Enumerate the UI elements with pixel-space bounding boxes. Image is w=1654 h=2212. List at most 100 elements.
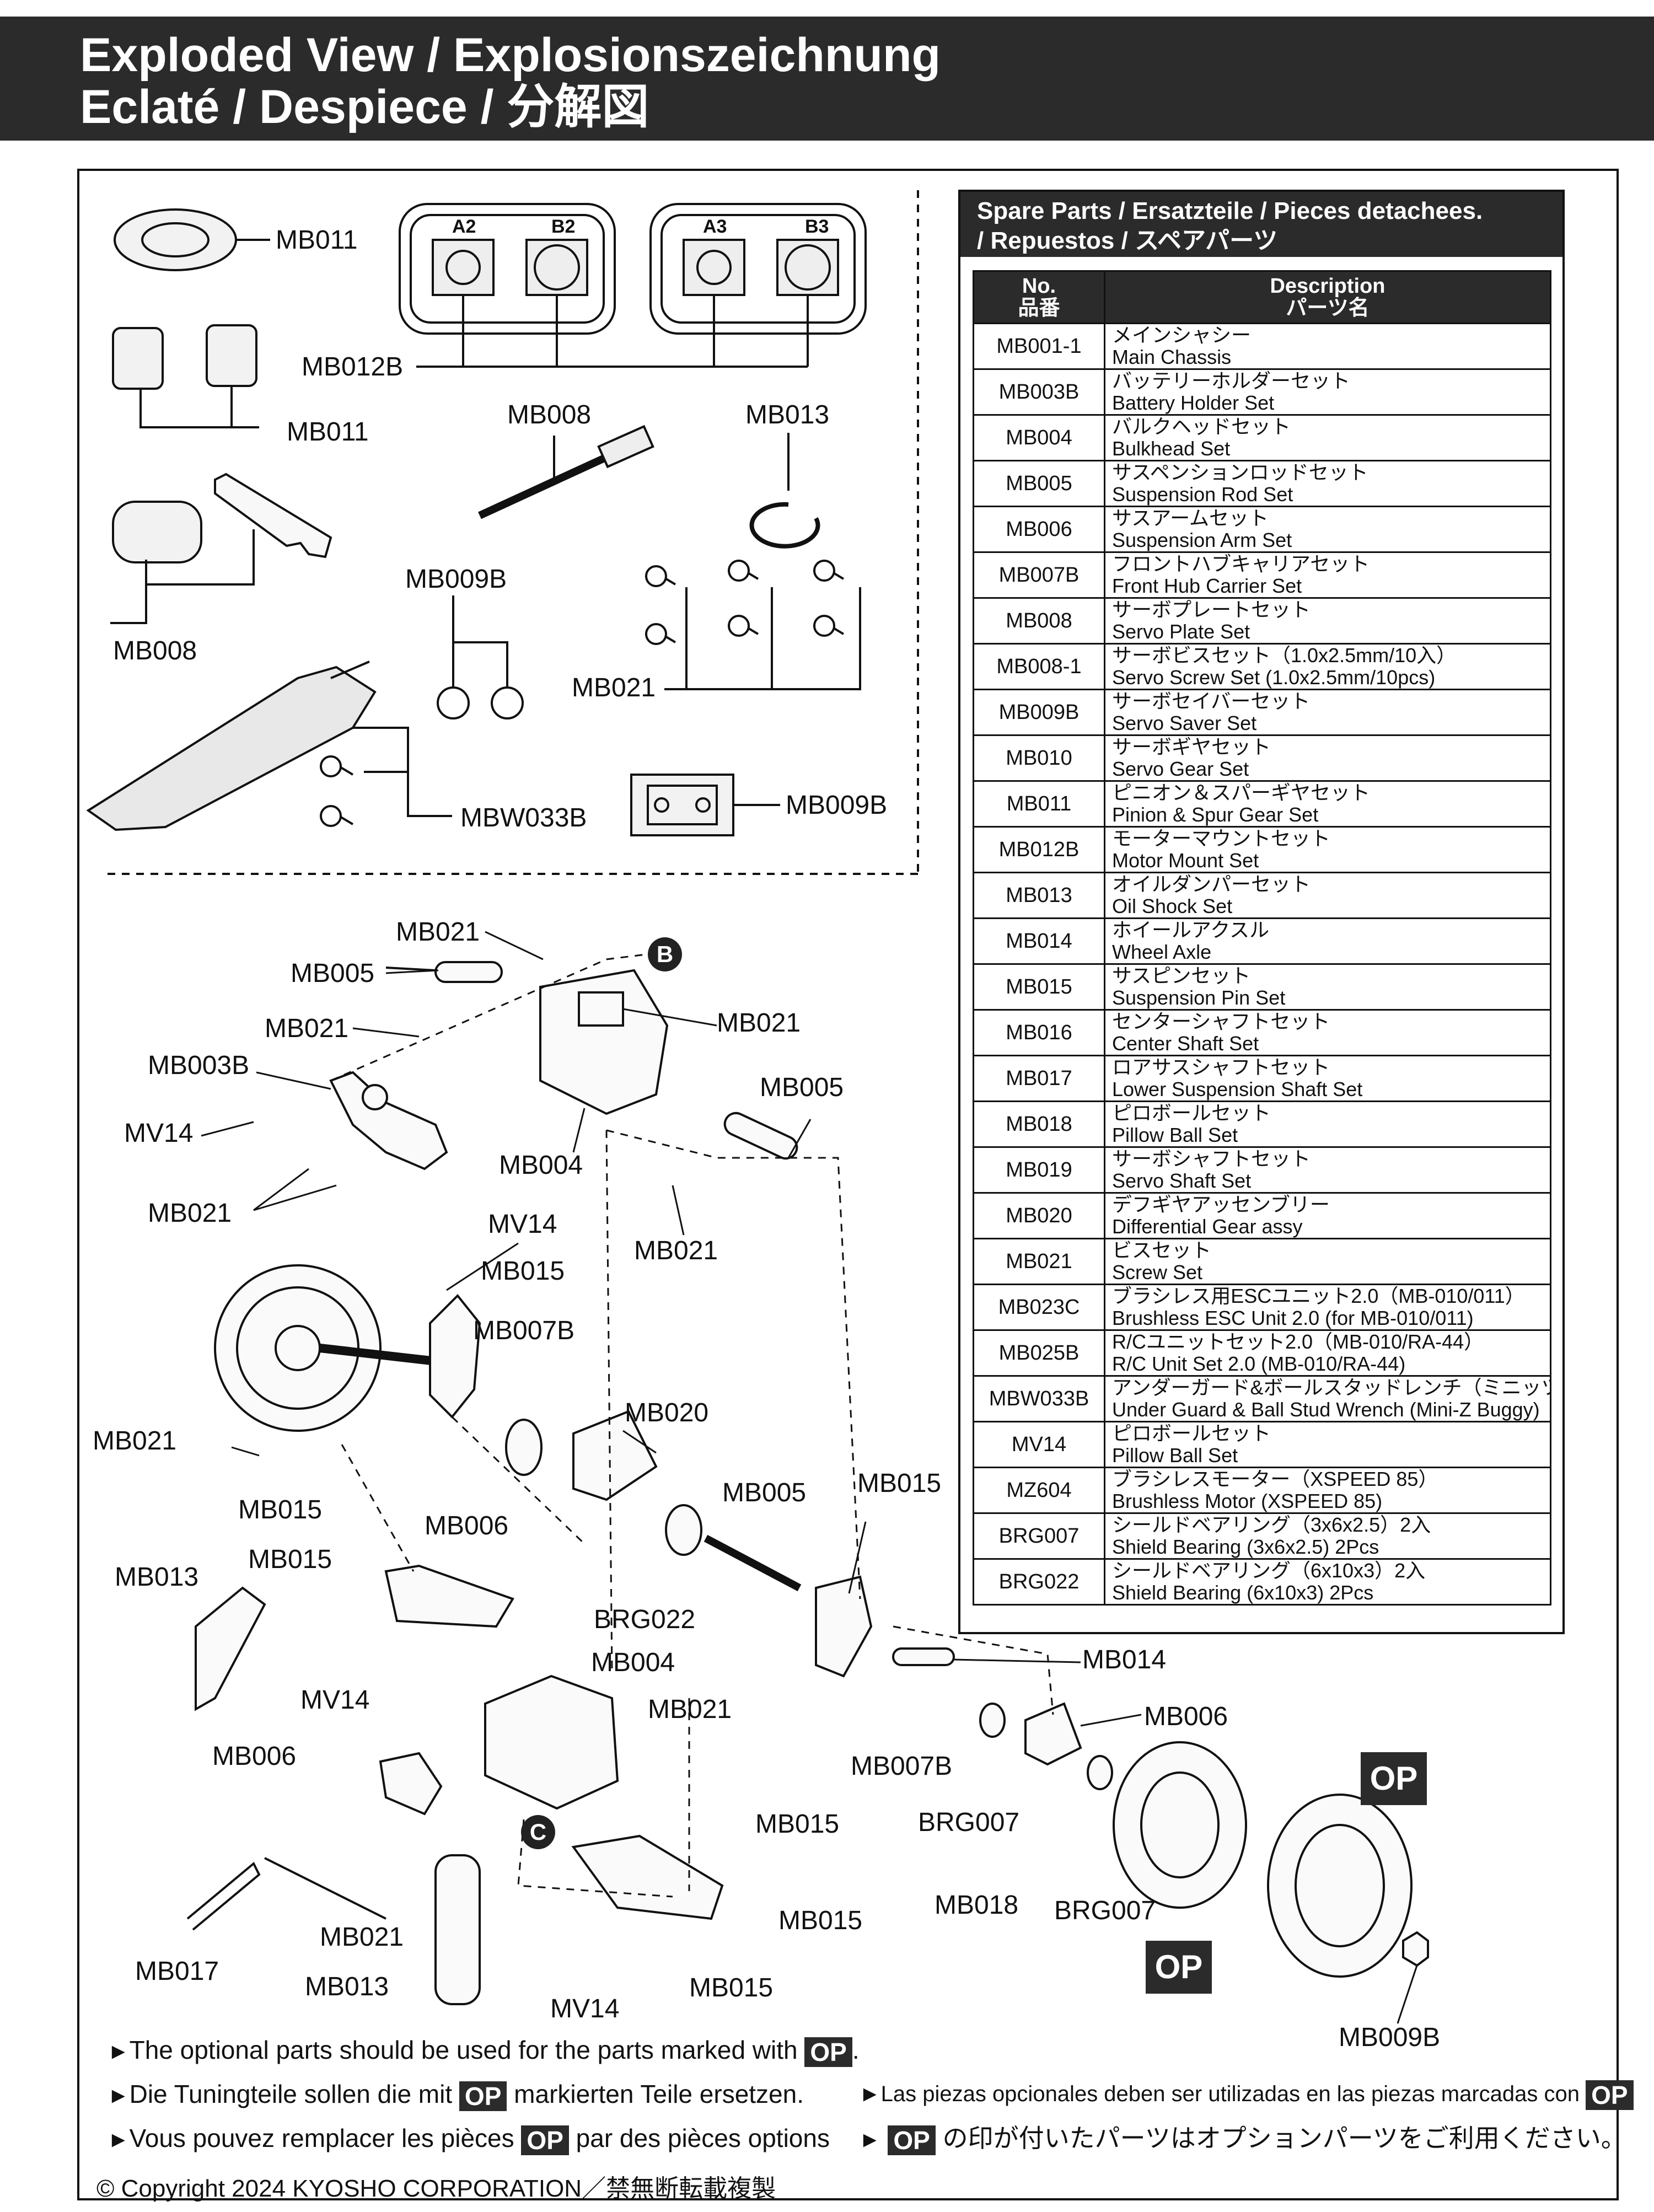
part-name-en: Shield Bearing (3x6x2.5) 2Pcs: [1112, 1535, 1379, 1558]
spare-parts-title-line1: Spare Parts / Ersatzteile / Pieces detac…: [977, 197, 1483, 224]
label-mb015-b: MB015: [238, 1495, 323, 1524]
part-name-jp: ブラシレスモーター（XSPEED 85）: [1112, 1468, 1438, 1490]
part-number: MB003B: [973, 368, 1105, 416]
label-mv14-b: MV14: [488, 1210, 557, 1239]
label-mb013-clip: MB013: [745, 400, 830, 429]
part-number: MB020: [973, 1192, 1105, 1239]
label-mb015-f: MB015: [778, 1906, 863, 1935]
part-number: MB018: [973, 1100, 1105, 1148]
label-mb021-h: MB021: [320, 1923, 404, 1952]
part-number: MB015: [973, 963, 1105, 1011]
label-mb008-wrench: MB008: [507, 400, 592, 429]
marker-b: B: [648, 937, 682, 971]
part-description: R/Cユニットセット2.0（MB-010/RA-44）R/C Unit Set …: [1104, 1329, 1551, 1377]
label-brg007-a: BRG007: [918, 1808, 1020, 1837]
part-name-en: Oil Shock Set: [1112, 895, 1233, 917]
part-description: ブラシレスモーター（XSPEED 85）Brushless Motor (XSP…: [1104, 1467, 1551, 1514]
part-number: MB009B: [973, 689, 1105, 736]
part-name-jp: デフギヤアッセンブリー: [1112, 1193, 1330, 1216]
part-name-jp: サーボセイバーセット: [1112, 690, 1311, 712]
label-brg022: BRG022: [594, 1605, 696, 1634]
part-name-jp: サスピンセット: [1112, 964, 1251, 987]
part-name-jp: ビスセット: [1112, 1239, 1212, 1261]
label-mb006-b: MB006: [1144, 1702, 1228, 1731]
pillow-ball-icon: [437, 595, 524, 720]
label-mb021-d: MB021: [717, 1008, 801, 1038]
content-frame: [77, 169, 1619, 2200]
label-mb009b-saver: MB009B: [786, 791, 888, 820]
page-title-line2: Eclaté / Despiece / 分解図: [80, 80, 649, 133]
op-badge: OP: [888, 2125, 936, 2155]
part-number: MB013: [973, 872, 1105, 919]
part-number: MB007B: [973, 551, 1105, 599]
part-name-jp: オイルダンパーセット: [1112, 873, 1311, 895]
part-number: BRG007: [973, 1512, 1105, 1560]
op-badge: OP: [459, 2081, 507, 2111]
part-name-en: Bulkhead Set: [1112, 437, 1231, 460]
marker-c: C: [521, 1815, 555, 1849]
label-brg007-b: BRG007: [1054, 1896, 1156, 1925]
part-name-jp: アンダーガード&ボールスタッドレンチ（ミニッツバギー）: [1112, 1376, 1549, 1399]
part-name-en: Screw Set: [1112, 1261, 1203, 1284]
label-mb007b-b: MB007B: [851, 1752, 953, 1781]
label-mb015-d: MB015: [248, 1545, 332, 1574]
label-mb021-f: MB021: [93, 1426, 177, 1456]
label-mb007b-a: MB007B: [473, 1316, 575, 1345]
label-mb015-c: MB015: [857, 1469, 942, 1498]
part-description: アンダーガード&ボールスタッドレンチ（ミニッツバギー）Under Guard &…: [1104, 1375, 1551, 1422]
part-name-jp: サーボプレートセット: [1112, 598, 1311, 621]
label-mb013-b: MB013: [305, 1972, 389, 2001]
col-desc-line1: Description: [1270, 275, 1386, 298]
note-fr-tail: par des pièces options: [576, 2124, 830, 2152]
part-name-jp: センターシャフトセット: [1112, 1010, 1330, 1033]
label-mb009b: MB009B: [1339, 2023, 1441, 2052]
page-header: Exploded View / Explosionszeichnung Ecla…: [0, 17, 1654, 141]
part-number: MB021: [973, 1238, 1105, 1285]
label-mv14-a: MV14: [124, 1119, 194, 1148]
part-name-en: Lower Suspension Shaft Set: [1112, 1078, 1363, 1100]
label-mb015-e: MB015: [755, 1810, 840, 1839]
label-mb009b-balls: MB009B: [405, 565, 507, 594]
label-mb014: MB014: [1082, 1645, 1167, 1674]
part-number: MB017: [973, 1055, 1105, 1102]
part-name-jp: メインシャシー: [1112, 324, 1252, 346]
arrow-right-icon: ►: [108, 2039, 130, 2064]
label-mount-a2: A2: [452, 216, 476, 237]
table-row: MBW033Bアンダーガード&ボールスタッドレンチ（ミニッツバギー）Under …: [973, 1375, 1551, 1422]
part-name-jp: ロアサスシャフトセット: [1112, 1056, 1330, 1078]
label-mb004-b: MB004: [591, 1648, 675, 1677]
part-name-jp: サーボビスセット（1.0x2.5mm/10入）: [1112, 644, 1457, 667]
part-number: MB008: [973, 597, 1105, 645]
note-jp-text: の印が付いたパーツはオプションパーツをご利用ください。: [942, 2124, 1626, 2152]
plate-tool-icon: [110, 473, 332, 624]
label-mbw033b: MBW033B: [460, 803, 587, 833]
front-suspension-assembly: [186, 961, 1429, 2005]
clip-icon: [749, 502, 820, 549]
arrow-right-icon: ►: [108, 2084, 130, 2108]
